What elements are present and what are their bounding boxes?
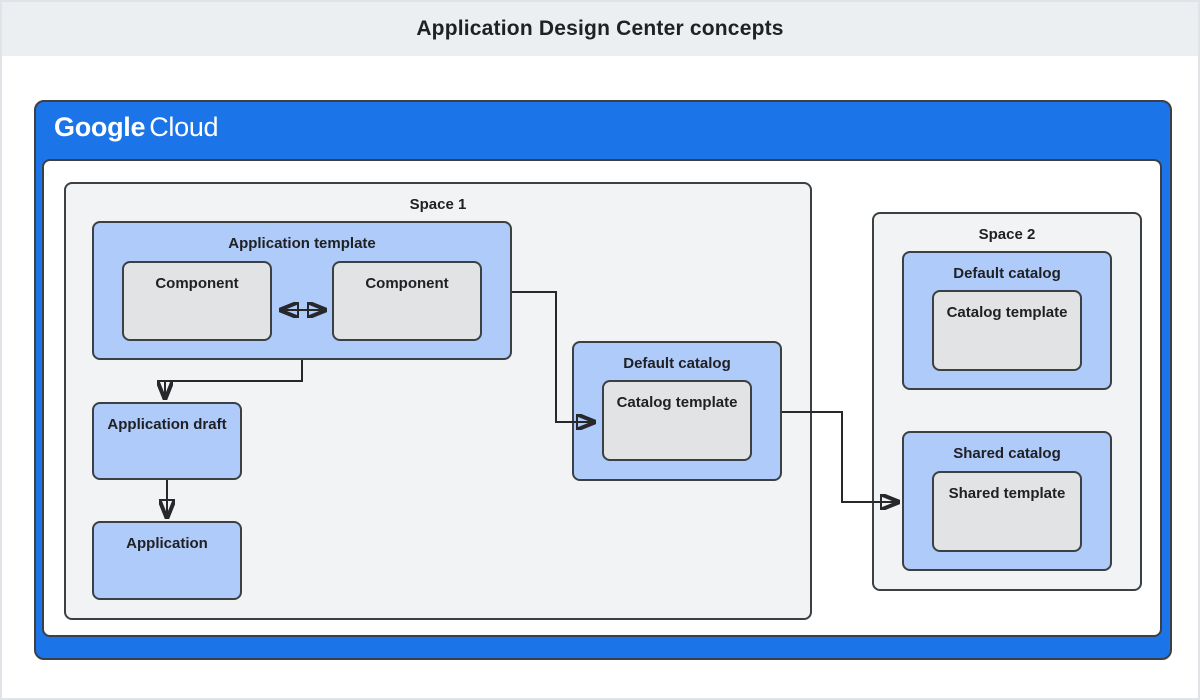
shared-template-box: Shared template: [932, 471, 1082, 552]
component-right-box: Component: [332, 261, 482, 341]
application-label: Application: [126, 535, 208, 552]
space2-container: Space 2 Default catalog Catalog template…: [872, 212, 1142, 591]
space1-label: Space 1: [409, 196, 467, 213]
shared-template-label: Shared template: [948, 485, 1066, 502]
page-title: Application Design Center concepts: [416, 17, 784, 40]
shared-catalog-label: Shared catalog: [953, 445, 1061, 462]
application-draft-box: Application draft: [92, 402, 242, 480]
space1-catalog-template-box: Catalog template: [602, 380, 752, 461]
application-template-box: Application template Component Component: [92, 221, 512, 360]
space2-default-catalog-box: Default catalog Catalog template: [902, 251, 1112, 390]
space2-catalog-template-label: Catalog template: [946, 304, 1068, 321]
component-right-label: Component: [365, 275, 449, 292]
space1-container: Space 1 Application template Component C…: [64, 182, 812, 620]
space1-catalog-template-label: Catalog template: [616, 394, 738, 411]
shared-catalog-box: Shared catalog Shared template: [902, 431, 1112, 571]
space2-label: Space 2: [978, 226, 1036, 243]
title-band: Application Design Center concepts: [2, 2, 1198, 56]
application-template-label: Application template: [228, 235, 376, 252]
space2-default-catalog-label: Default catalog: [953, 265, 1061, 282]
logo-cloud-text: Cloud: [149, 112, 219, 142]
space1-default-catalog-label: Default catalog: [623, 355, 731, 372]
component-left-label: Component: [155, 275, 239, 292]
application-box: Application: [92, 521, 242, 600]
logo-google-text: Google: [54, 112, 146, 142]
component-left-box: Component: [122, 261, 272, 341]
application-draft-label: Application draft: [107, 416, 227, 433]
space1-default-catalog-box: Default catalog Catalog template: [572, 341, 782, 481]
space2-catalog-template-box: Catalog template: [932, 290, 1082, 371]
